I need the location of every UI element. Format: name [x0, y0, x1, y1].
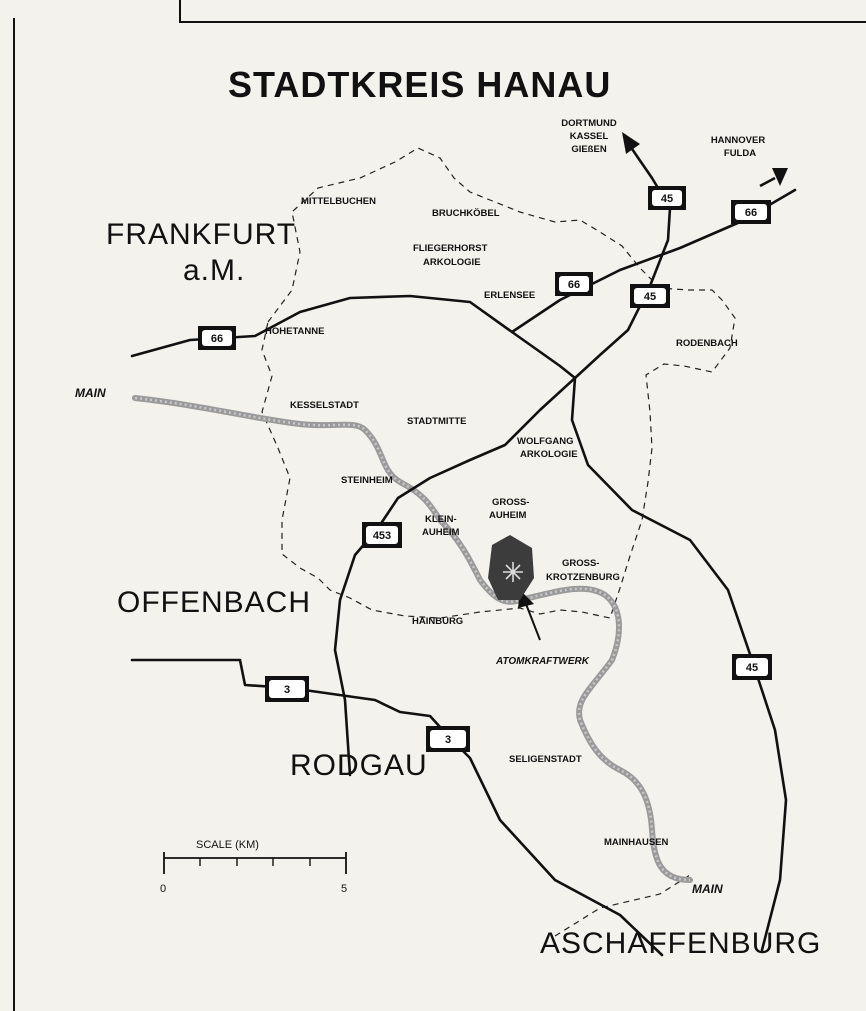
- district-label: GROSS-: [492, 497, 529, 508]
- svg-text:453: 453: [373, 530, 391, 542]
- destination-label: HANNOVER: [711, 135, 766, 146]
- shield-b453: 453: [362, 522, 402, 548]
- district-label: MAINHAUSEN: [604, 837, 669, 848]
- svg-text:3: 3: [284, 684, 290, 696]
- map-title: STADTKREIS HANAU: [228, 64, 611, 105]
- district-label: BRUCHKÖBEL: [432, 208, 500, 219]
- direction-arrow-icon: [622, 132, 654, 179]
- svg-text:66: 66: [568, 279, 580, 291]
- power-plant-marker: [488, 535, 534, 600]
- scale-max: 5: [341, 883, 347, 895]
- city-rodgau: RODGAU: [290, 749, 428, 782]
- district-label: ERLENSEE: [484, 290, 535, 301]
- shield-a66-mid: 66: [555, 272, 593, 296]
- city-aschaffenburg: ASCHAFFENBURG: [540, 927, 821, 960]
- main-river-core: [134, 396, 691, 882]
- road-b3: [130, 658, 664, 957]
- road-b45-to-453: [333, 376, 577, 777]
- svg-text:66: 66: [211, 333, 223, 345]
- map-frame-top: [179, 0, 866, 23]
- shield-b3-west: 3: [265, 676, 309, 702]
- scale-bar: SCALE (KM) 0 5: [160, 839, 347, 895]
- district-label: FLIEGERHORST: [413, 243, 488, 254]
- city-offenbach: OFFENBACH: [117, 586, 311, 619]
- south-border-fragment: [554, 874, 691, 937]
- district-label: RODENBACH: [676, 338, 738, 349]
- svg-text:45: 45: [661, 193, 673, 205]
- river-label-west: MAIN: [75, 386, 106, 400]
- district-label: HOHETANNE: [265, 326, 324, 337]
- svg-text:45: 45: [746, 662, 758, 674]
- district-label: STADTMITTE: [407, 416, 466, 427]
- district-label: SELIGENSTADT: [509, 754, 582, 765]
- power-plant-label: ATOMKRAFTWERK: [495, 656, 590, 667]
- svg-text:3: 3: [445, 734, 451, 746]
- radiation-symbol-icon: [503, 562, 523, 582]
- shield-a45-mid: 45: [630, 284, 670, 308]
- district-label: MITTELBUCHEN: [301, 196, 376, 207]
- shield-a45-south: 45: [732, 654, 772, 680]
- destination-label: DORTMUND: [561, 118, 617, 129]
- road-a45: [570, 176, 788, 952]
- district-label: STEINHEIM: [341, 475, 393, 486]
- road-a66: [130, 188, 797, 358]
- destination-label: KASSEL: [570, 131, 609, 142]
- svg-text:66: 66: [745, 207, 757, 219]
- district-label: KLEIN-: [425, 514, 457, 525]
- district-label: HAINBURG: [412, 616, 463, 627]
- shield-b3-south: 3: [426, 726, 470, 752]
- scale-min: 0: [160, 883, 166, 895]
- destination-label: GIEßEN: [571, 144, 607, 155]
- city-frankfurt: FRANKFURT: [106, 218, 296, 251]
- district-label: AUHEIM: [489, 510, 527, 521]
- municipal-border: [261, 147, 736, 619]
- city-frankfurt-suffix: a.M.: [183, 254, 245, 287]
- direction-arrow-icon: [759, 168, 788, 188]
- district-label: KESSELSTADT: [290, 400, 359, 411]
- shield-a66-east: 66: [731, 200, 771, 224]
- district-label: WOLFGANG: [517, 436, 573, 447]
- scale-label: SCALE (KM): [196, 839, 259, 851]
- destination-label: FULDA: [724, 148, 756, 159]
- district-label: GROSS-: [562, 558, 599, 569]
- district-label: KROTZENBURG: [546, 572, 620, 583]
- shield-a45-north: 45: [648, 186, 686, 210]
- road-b43a: [510, 330, 577, 380]
- shield-a66-west: 66: [198, 326, 236, 350]
- district-label: ARKOLOGIE: [520, 449, 578, 460]
- svg-text:45: 45: [644, 291, 656, 303]
- river-label-south: MAIN: [692, 882, 723, 896]
- district-label: ARKOLOGIE: [423, 257, 481, 268]
- district-label: AUHEIM: [422, 527, 460, 538]
